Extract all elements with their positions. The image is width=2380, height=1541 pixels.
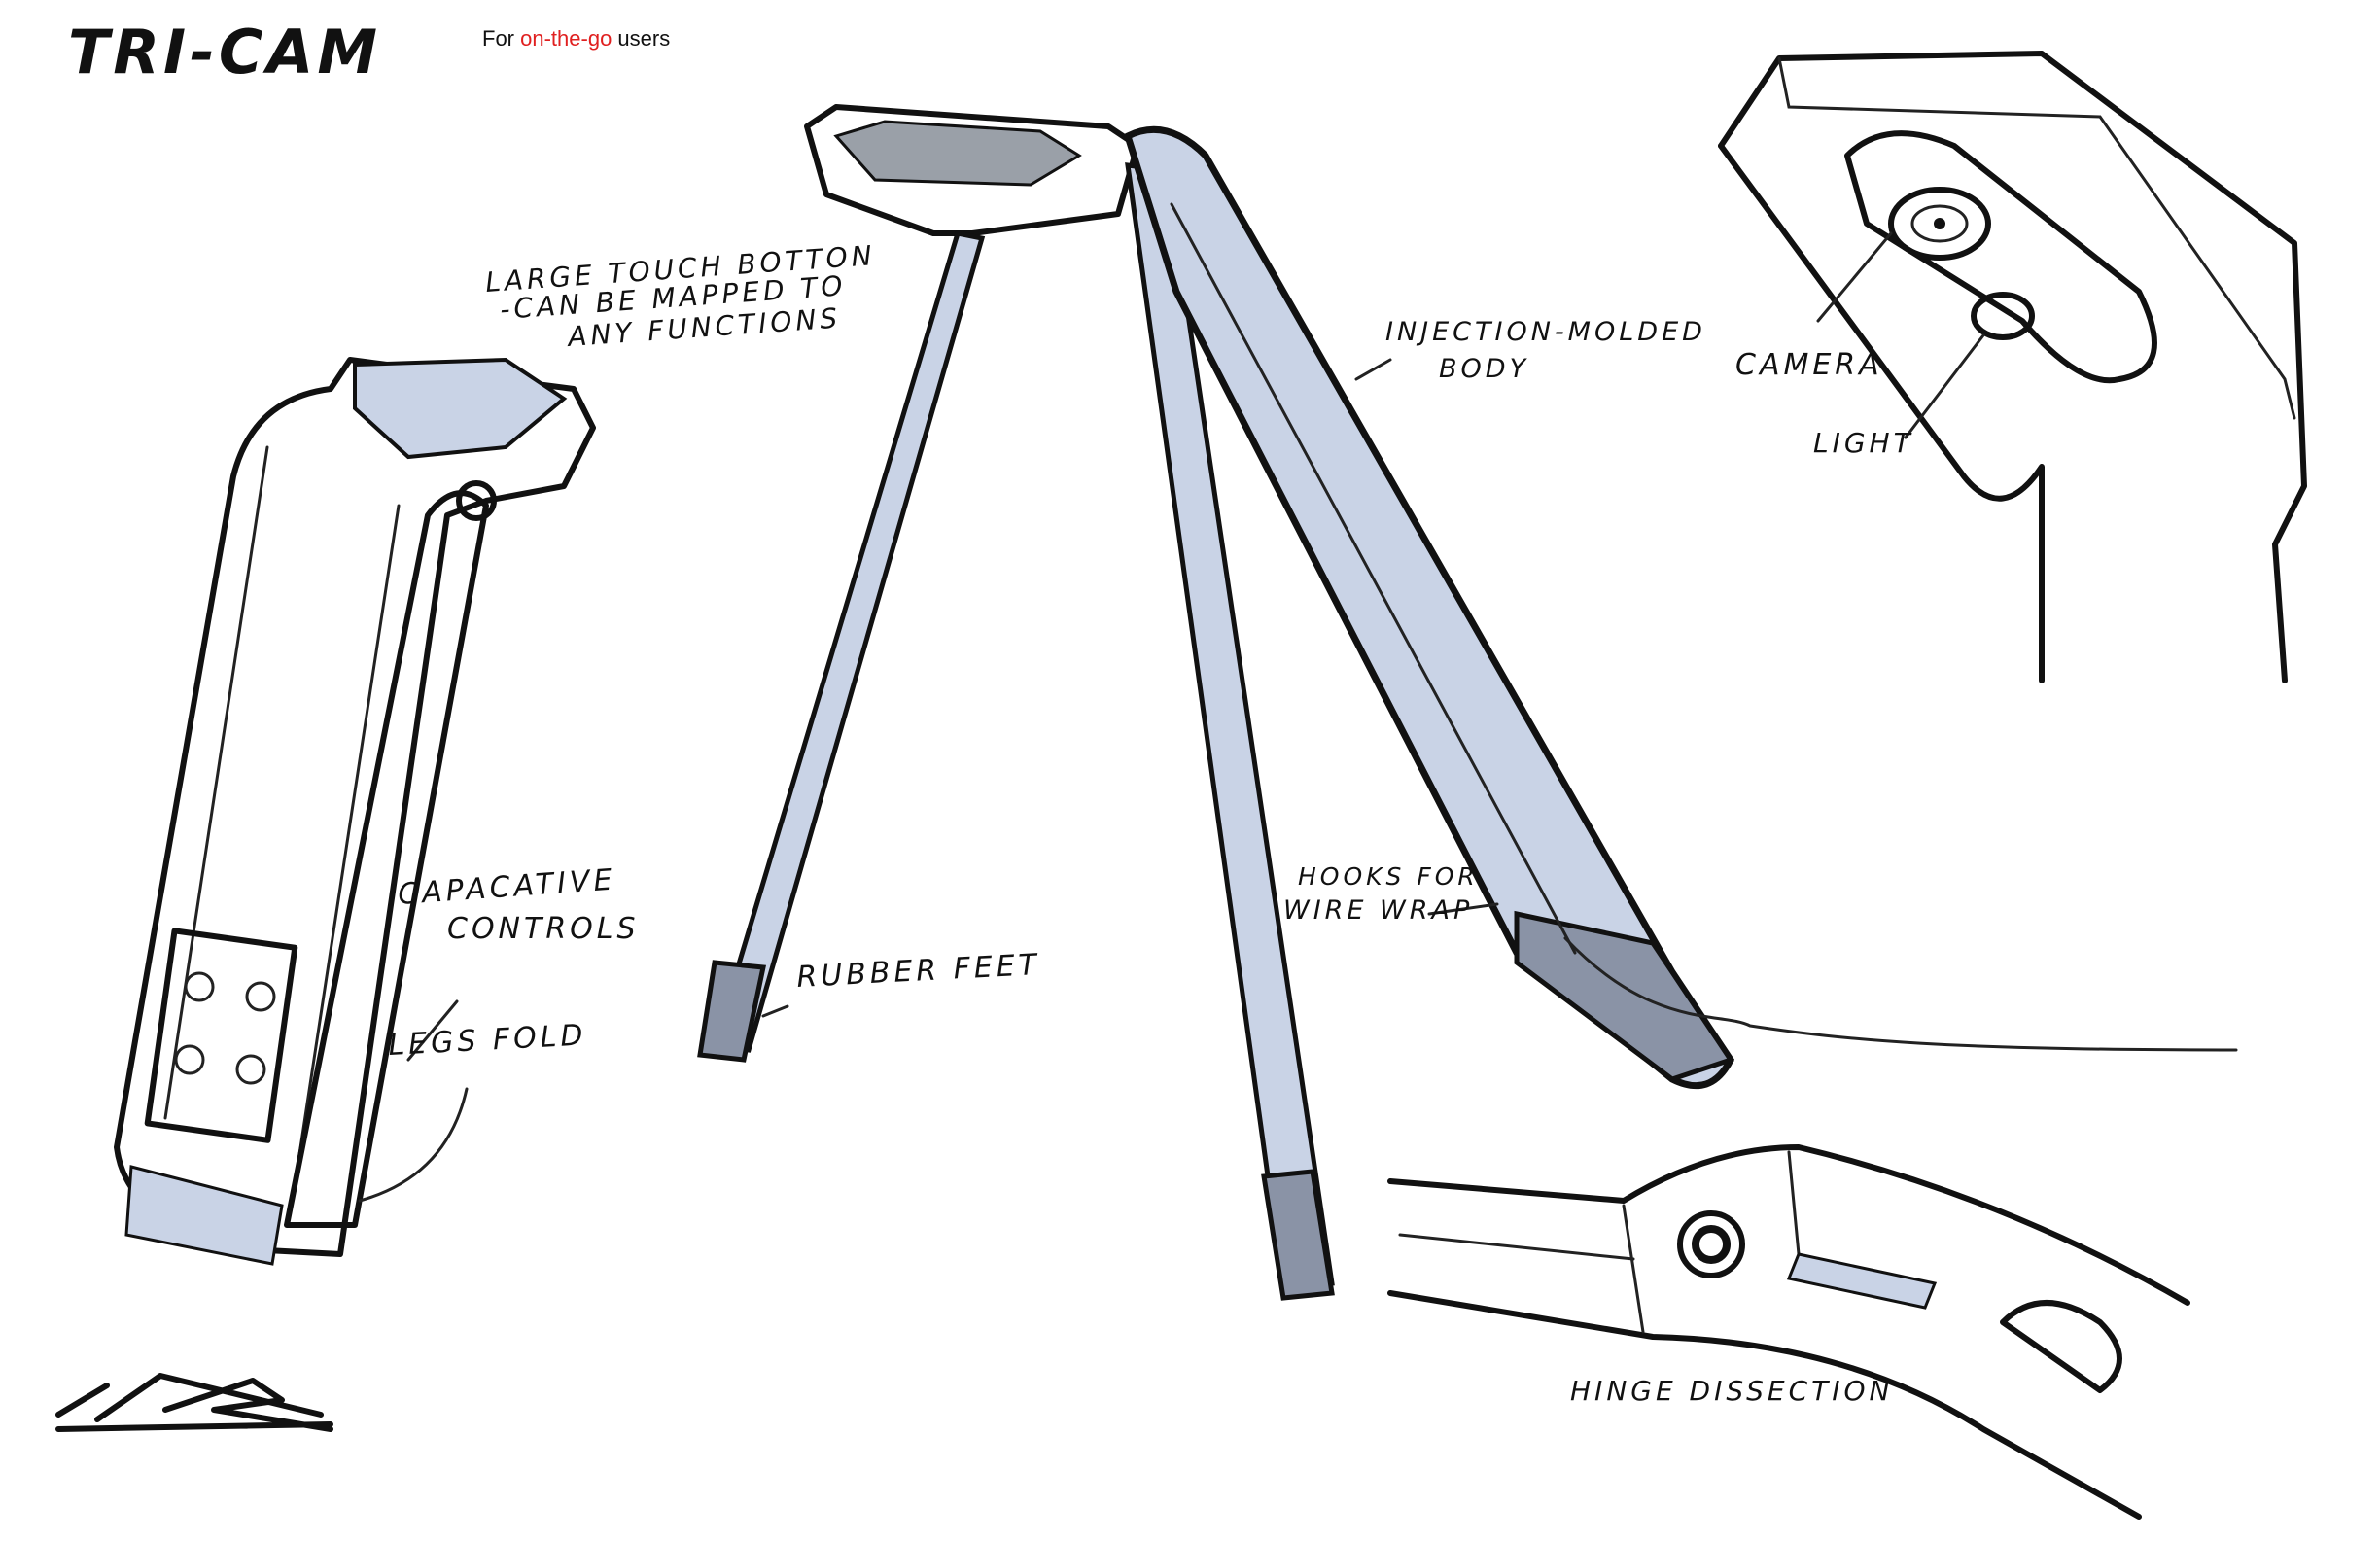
- tripod-head-pad: [833, 120, 1082, 187]
- label-hooks: HOOKS FOR WIRE WRAP: [1283, 862, 1479, 926]
- label-capacitive-line2: CONTROLS: [447, 912, 640, 946]
- label-injection-body-line2: BODY: [1439, 354, 1529, 384]
- label-rubber-feet: RUBBER FEET: [796, 948, 1041, 995]
- label-hooks-line1: HOOKS FOR: [1298, 862, 1479, 891]
- subtitle-highlight: on-the-go: [520, 26, 612, 51]
- label-light: LIGHT: [1813, 427, 1914, 459]
- light-lens: [1971, 292, 2035, 340]
- label-camera: CAMERA: [1735, 348, 1883, 382]
- subtitle-prefix: For: [482, 26, 520, 51]
- tripod-leg-left: [711, 230, 986, 1053]
- label-legs-fold: LEGS FOLD: [388, 1018, 588, 1063]
- label-hinge-dissection: HINGE DISSECTION: [1570, 1375, 1894, 1407]
- label-hooks-line2: WIRE WRAP: [1283, 895, 1473, 926]
- tripod-sketch: [697, 104, 2238, 1301]
- label-capacitive-line1: CAPACATIVE: [397, 862, 616, 912]
- hinge-pivot: [1677, 1210, 1745, 1278]
- label-injection-body-line1: INJECTION-MOLDED: [1385, 317, 1706, 347]
- tripod-head: [804, 104, 1140, 236]
- hinge-dissection-sketch: [1387, 1144, 2190, 1520]
- subtitle: For on-the-go users: [482, 26, 670, 51]
- subtitle-suffix: users: [612, 26, 670, 51]
- folded-device-sketch: [114, 357, 596, 1266]
- label-touch-button: LARGE TOUCH BOTTON -CAN BE MAPPED TO ANY…: [484, 239, 876, 353]
- label-injection-body: INJECTION-MOLDED BODY: [1385, 317, 1706, 384]
- camera-closeup-sketch: [1718, 51, 2307, 683]
- camera-lens: [1888, 187, 1991, 261]
- annotation-arrows: [358, 231, 1985, 1203]
- touch-pad-folded: [353, 357, 568, 460]
- designer-signature: [55, 1373, 333, 1432]
- label-capacitive: CAPACATIVE CONTROLS: [397, 862, 640, 946]
- title: TRI-CAM: [68, 17, 381, 88]
- capacitive-panel: [144, 928, 298, 1143]
